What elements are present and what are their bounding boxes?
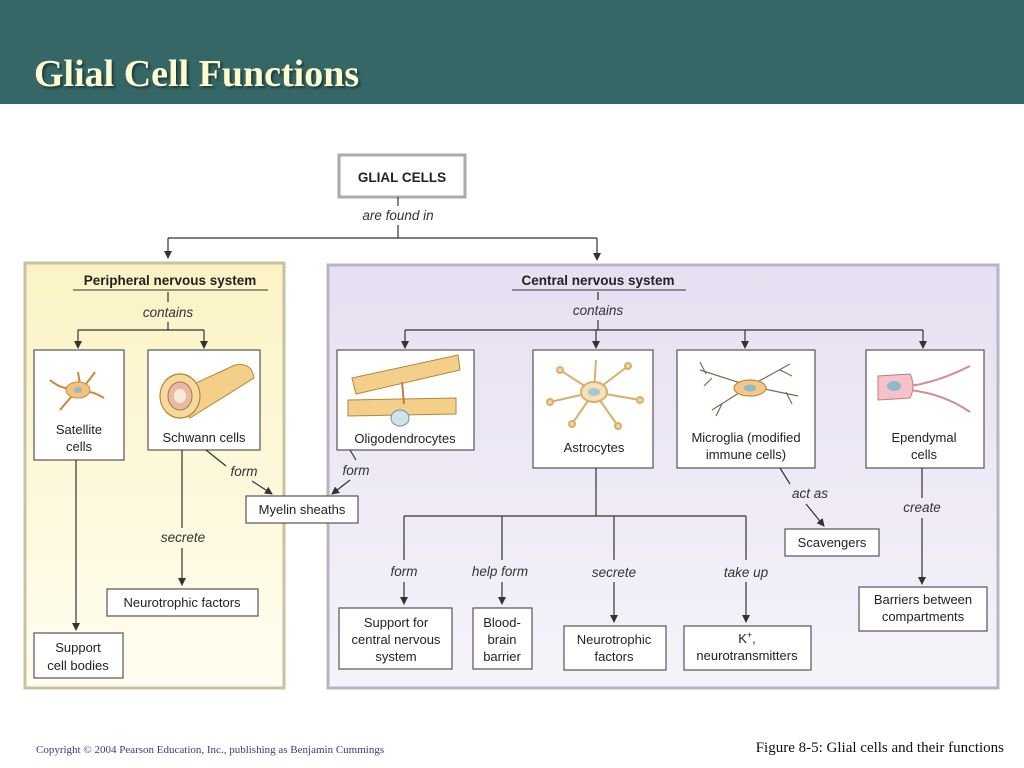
astro-secrete-label: secrete — [592, 565, 636, 580]
myelin-label: Myelin sheaths — [259, 502, 346, 517]
satellite-cells-box — [33, 349, 125, 461]
barriers-label-1: Barriers between — [874, 592, 972, 607]
oligo-form-label: form — [343, 463, 370, 478]
bbb-label-3: barrier — [483, 649, 521, 664]
bbb-label-1: Blood- — [483, 615, 521, 630]
barriers-label-2: compartments — [882, 609, 965, 624]
support-label-1: Support — [55, 640, 101, 655]
pns-contains-label: contains — [143, 305, 194, 320]
bbb-box — [472, 607, 533, 670]
support-cns-label-1: Support for — [364, 615, 429, 630]
cns-neurotrophic-label-1: Neurotrophic — [577, 632, 652, 647]
glial-cells-label: GLIAL CELLS — [358, 170, 446, 185]
support-label-2: cell bodies — [47, 658, 109, 673]
are-found-in-label: are found in — [362, 208, 433, 223]
k-neurotransmitters-box — [683, 625, 812, 671]
bbb-label-2: brain — [488, 632, 517, 647]
oligodendrocyte-icon — [347, 354, 461, 427]
myelin-sheaths-box — [245, 495, 359, 524]
slide-title: Glial Cell Functions — [34, 53, 360, 95]
astrocytes-label: Astrocytes — [564, 440, 625, 455]
ependymal-label-2: cells — [911, 447, 938, 462]
cns-title: Central nervous system — [521, 273, 674, 288]
support-cns-label-3: system — [375, 649, 416, 664]
microglia-label-1: Microglia (modified — [691, 430, 800, 445]
create-label: create — [903, 500, 941, 515]
support-cell-bodies-box — [33, 632, 124, 679]
astrocyte-icon — [546, 359, 644, 430]
astro-take-up-label: take up — [724, 565, 769, 580]
k-comma: , — [752, 631, 756, 646]
astro-help-form-label: help form — [472, 564, 528, 579]
cns-contains-label: contains — [573, 303, 624, 318]
ependymal-label-1: Ependymal — [891, 430, 956, 445]
microglia-icon — [699, 361, 799, 417]
scavengers-box — [784, 528, 880, 557]
oligodendrocytes-label: Oligodendrocytes — [354, 431, 456, 446]
satellite-label-1: Satellite — [56, 422, 102, 437]
scavengers-label: Scavengers — [798, 535, 867, 550]
cns-neurotrophic-box — [563, 625, 667, 671]
pns-neurotrophic-box — [106, 588, 259, 617]
figure-caption: Figure 8-5: Glial cells and their functi… — [755, 740, 1004, 756]
pns-title: Peripheral nervous system — [84, 273, 257, 288]
support-cns-label-2: central nervous — [352, 632, 441, 647]
astro-form-label: form — [391, 564, 418, 579]
microglia-label-2: immune cells) — [706, 447, 786, 462]
secrete-label: secrete — [161, 530, 205, 545]
glial-cells-box — [337, 153, 467, 199]
k-superscript: + — [747, 630, 752, 640]
title-bar: Glial Cell Functions — [0, 0, 1024, 104]
cns-neurotrophic-label-2: factors — [594, 649, 634, 664]
satellite-label-2: cells — [66, 439, 93, 454]
microglia-box — [676, 349, 816, 469]
satellite-cell-icon — [49, 371, 105, 411]
copyright-text: Copyright © 2004 Pearson Education, Inc.… — [36, 744, 385, 756]
ependymal-cell-icon — [877, 365, 971, 413]
support-cns-box — [338, 607, 453, 670]
k-symbol: K — [738, 631, 747, 646]
k-label-line2: neurotransmitters — [696, 648, 798, 663]
act-as-label: act as — [792, 486, 828, 501]
k-label-line1: K+, — [738, 630, 756, 646]
pns-neurotrophic-label: Neurotrophic factors — [123, 595, 241, 610]
schwann-label: Schwann cells — [162, 430, 246, 445]
barriers-box — [858, 586, 988, 632]
pns-panel — [23, 261, 286, 690]
schwann-cell-icon — [159, 364, 255, 419]
schwann-form-label: form — [231, 464, 258, 479]
astrocytes-box — [532, 349, 654, 469]
